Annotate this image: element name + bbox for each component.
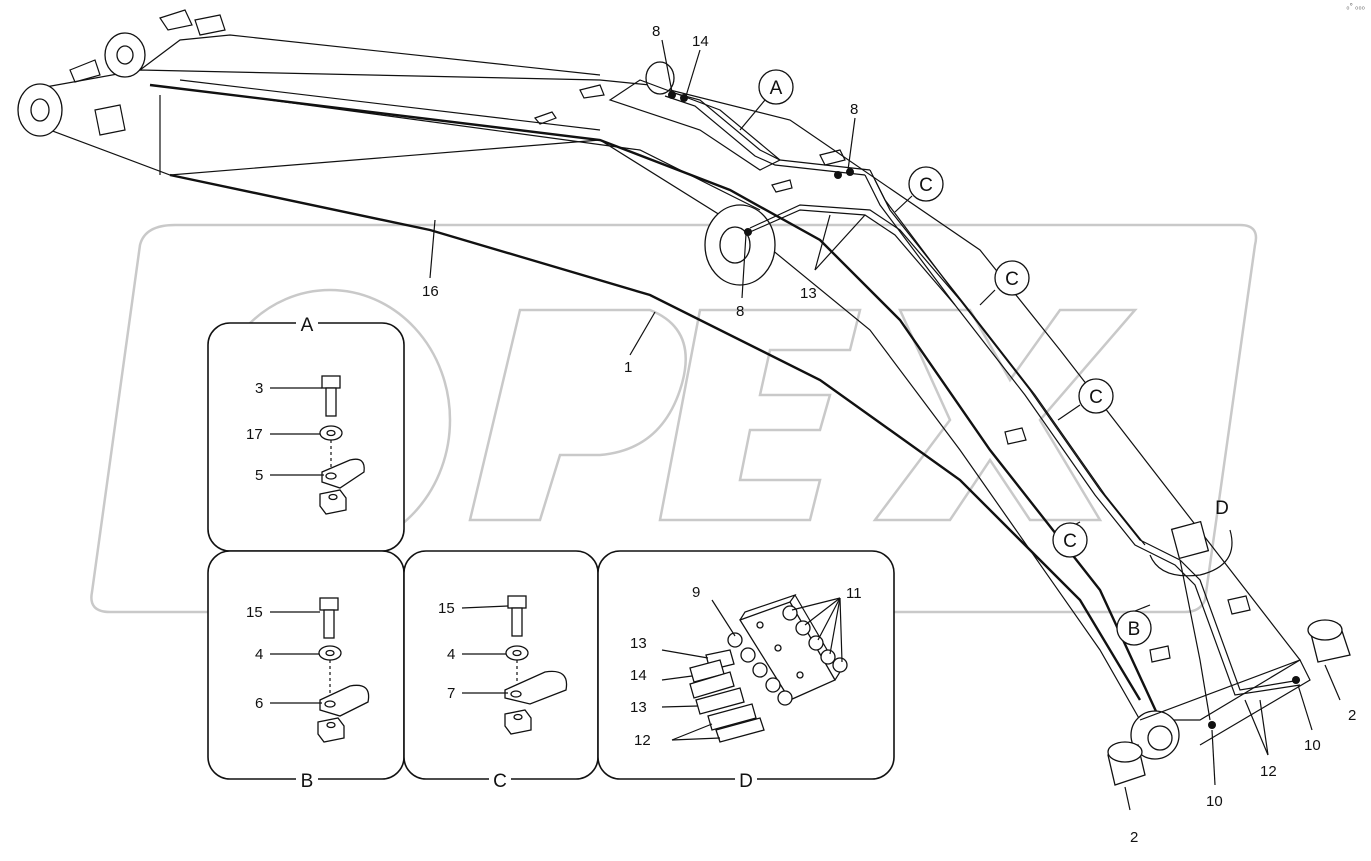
callout-16: 16 <box>422 283 439 300</box>
panel-d-label-12: 12 <box>634 732 651 749</box>
view-marker-c-3: C <box>1089 387 1103 408</box>
panel-d-label-14: 14 <box>630 667 647 684</box>
panel-c-label-7: 7 <box>447 685 455 702</box>
panel-a-title: A <box>301 315 314 336</box>
panel-d-hose-ends <box>689 649 765 743</box>
detail-panel-b: B 15 4 6 <box>207 550 405 792</box>
callout-14-top: 14 <box>692 33 709 50</box>
callout-13-top: 13 <box>800 285 817 302</box>
bushing-parts <box>1107 619 1351 786</box>
view-marker-d: D <box>1215 498 1229 519</box>
callout-8-pivot: 8 <box>736 303 744 320</box>
panel-c-label-4: 4 <box>447 646 455 663</box>
panel-d-title: D <box>739 771 753 792</box>
panel-b-label-4: 4 <box>255 646 263 663</box>
view-marker-c-2: C <box>1005 269 1019 290</box>
panel-d-label-13-bottom: 13 <box>630 699 647 716</box>
view-marker-a: A <box>770 78 783 99</box>
callout-2-right: 2 <box>1348 707 1356 724</box>
panel-d-fittings <box>727 605 848 706</box>
panel-a-label-3: 3 <box>255 380 263 397</box>
view-marker-c-1: C <box>919 175 933 196</box>
panel-a-label-17: 17 <box>246 426 263 443</box>
panel-b-title: B <box>301 771 314 792</box>
panel-b-label-6: 6 <box>255 695 263 712</box>
callout-10-bottom: 10 <box>1206 793 1223 810</box>
callout-1: 1 <box>624 359 632 376</box>
boom-body <box>17 9 1311 760</box>
callout-12-bottom: 12 <box>1260 763 1277 780</box>
callout-8-top: 8 <box>652 23 660 40</box>
view-markers: A C C C C D B <box>758 69 1229 646</box>
view-marker-b: B <box>1128 619 1141 640</box>
hose-lines <box>664 91 1301 729</box>
panel-d-label-11: 11 <box>846 585 862 602</box>
callout-8-right: 8 <box>850 101 858 118</box>
panel-b-label-15: 15 <box>246 604 263 621</box>
main-callouts: 8 14 8 8 13 16 1 2 2 10 10 12 <box>422 23 1356 846</box>
corner-text: ₀° ₀₀₀ <box>1346 2 1365 11</box>
detail-panel-c: C 15 4 7 <box>403 550 599 792</box>
callout-2-bottom: 2 <box>1130 829 1138 846</box>
detail-panel-a: A 3 17 5 <box>207 312 405 552</box>
detail-panel-d: D <box>597 550 895 792</box>
panel-a-label-5: 5 <box>255 467 263 484</box>
panel-c-label-15: 15 <box>438 600 455 617</box>
panel-c-title: C <box>493 771 507 792</box>
panel-d-label-9: 9 <box>692 584 700 601</box>
view-marker-c-4: C <box>1063 531 1077 552</box>
callout-10-right: 10 <box>1304 737 1321 754</box>
panel-d-label-13-top: 13 <box>630 635 647 652</box>
callout-leaders <box>429 39 1341 811</box>
